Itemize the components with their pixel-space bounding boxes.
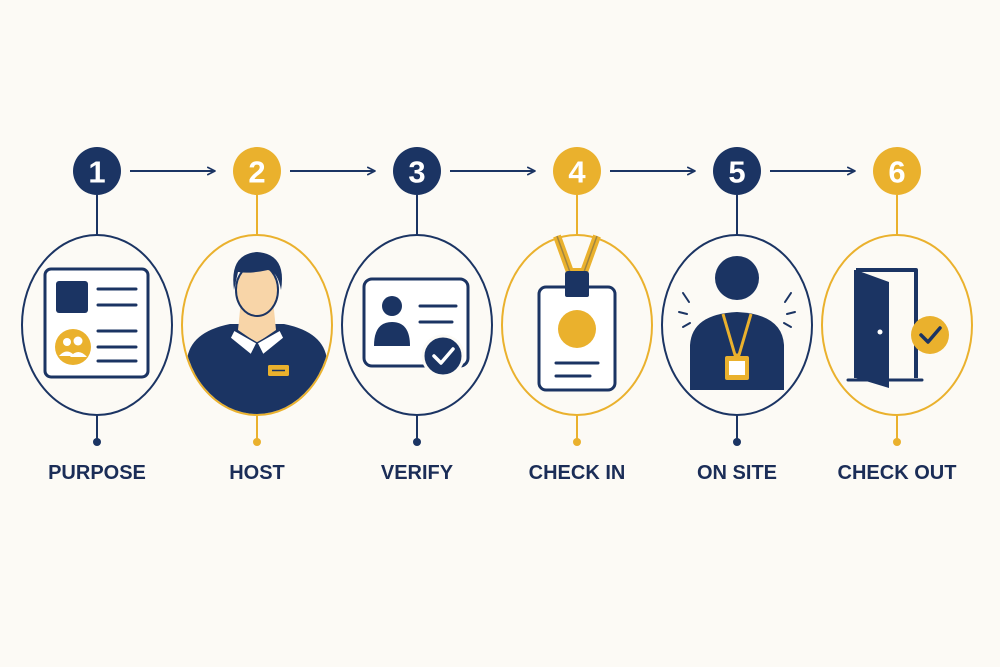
lanyard-badge-icon xyxy=(537,234,617,392)
step-connector-dot xyxy=(893,438,901,446)
step-connector-dot xyxy=(413,438,421,446)
step-number-circle xyxy=(393,147,441,195)
step-number-circle xyxy=(233,147,281,195)
step-number: 5 xyxy=(728,155,745,190)
step-label: CHECK OUT xyxy=(838,462,957,484)
step-number: 2 xyxy=(248,155,265,190)
step-label: HOST xyxy=(229,462,285,484)
exit-door-check-icon xyxy=(846,268,949,388)
step-number: 3 xyxy=(408,155,425,190)
step-6: 6 CHECK OUT xyxy=(821,147,973,484)
visitor-with-badge-icon xyxy=(678,256,796,390)
step-1: 1 PURPOSE xyxy=(21,147,173,484)
step-icon-frame xyxy=(821,234,973,416)
step-3: 3 VERIFY xyxy=(341,147,493,484)
step-connector-dot xyxy=(253,438,261,446)
step-connector-dot xyxy=(733,438,741,446)
step-number-circle xyxy=(713,147,761,195)
step-number: 4 xyxy=(568,155,586,190)
step-5: 5 ON SITE xyxy=(661,147,813,484)
step-number-circle xyxy=(73,147,121,195)
step-4: 4 CHECK IN xyxy=(501,147,653,484)
step-connector-dot xyxy=(573,438,581,446)
step-label: CHECK IN xyxy=(529,462,626,484)
id-card-check-icon xyxy=(362,277,470,378)
step-label: PURPOSE xyxy=(48,462,146,484)
step-number: 1 xyxy=(88,155,105,190)
form-document-icon xyxy=(43,267,150,379)
step-number: 6 xyxy=(888,155,905,190)
step-number-circle xyxy=(553,147,601,195)
step-2: 2 HOST xyxy=(181,147,333,484)
step-label: VERIFY xyxy=(381,462,454,484)
step-connector-dot xyxy=(93,438,101,446)
step-number-circle xyxy=(873,147,921,195)
step-label: ON SITE xyxy=(697,462,777,484)
host-person-icon xyxy=(187,252,327,414)
